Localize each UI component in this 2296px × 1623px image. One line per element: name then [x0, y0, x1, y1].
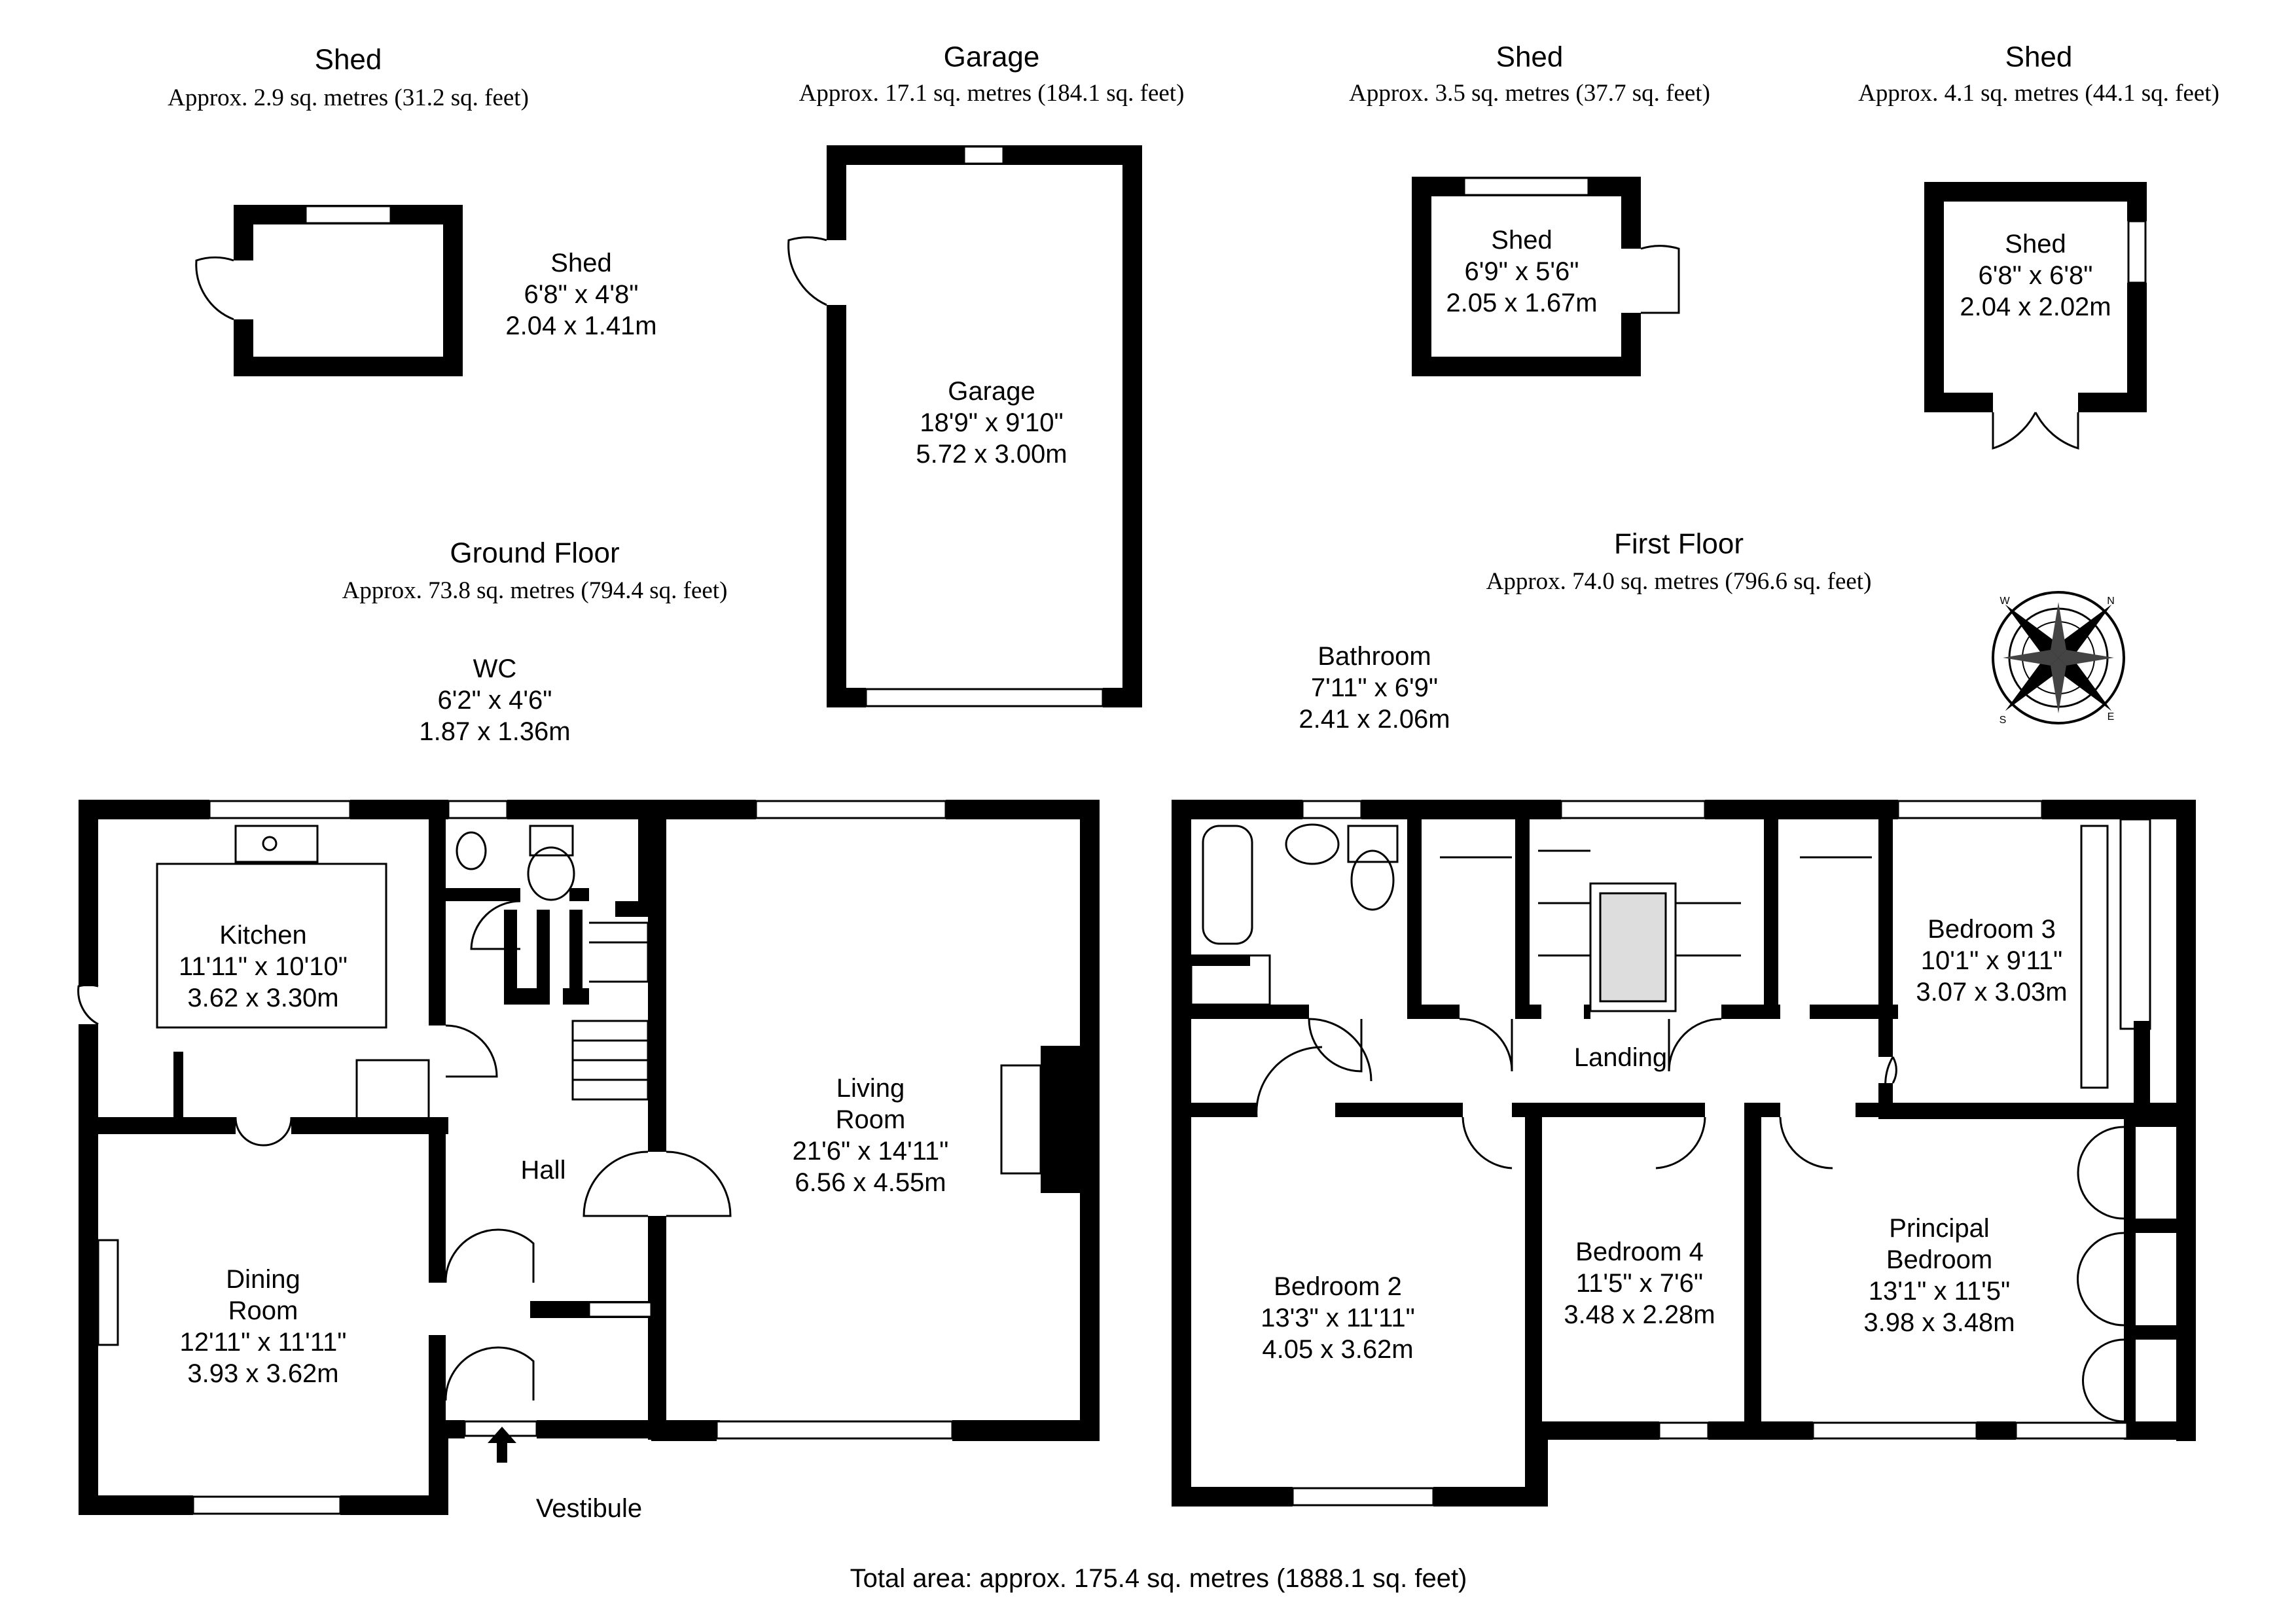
- ground-floor-walls: [79, 800, 1100, 1515]
- shed-2-walls: [1412, 177, 1641, 376]
- shed-2-area: Approx. 3.5 sq. metres (37.7 sq. feet): [1349, 79, 1710, 107]
- shed-1-walls: [234, 205, 463, 376]
- garage-room-label: Garage 18'9" x 9'10" 5.72 x 3.00m: [916, 377, 1067, 469]
- bedroom-3-label: Bedroom 3 10'1" x 9'11" 3.07 x 3.03m: [1916, 915, 2068, 1007]
- bathroom-label: Bathroom 7'11" x 6'9" 2.41 x 2.06m: [1299, 642, 1450, 734]
- shed-3-area: Approx. 4.1 sq. metres (44.1 sq. feet): [1858, 79, 2219, 107]
- dining-room-label: Dining Room 12'11" x 11'11" 3.93 x 3.62m: [179, 1265, 347, 1388]
- landing-label: Landing: [1573, 1043, 1668, 1072]
- vestibule-label: Vestibule: [535, 1494, 643, 1523]
- shed-3-title: Shed: [2005, 41, 2073, 73]
- shed-2-room-label: Shed 6'9" x 5'6" 2.05 x 1.67m: [1446, 226, 1598, 317]
- garage-area: Approx. 17.1 sq. metres (184.1 sq. feet): [798, 79, 1185, 107]
- first-floor-walls: [1172, 800, 2196, 1507]
- fixtures: [156, 818, 2151, 1120]
- first-floor-area: Approx. 74.0 sq. metres (796.6 sq. feet): [1486, 567, 1872, 595]
- shed-1-area: Approx. 2.9 sq. metres (31.2 sq. feet): [168, 84, 529, 111]
- kitchen-label: Kitchen 11'11" x 10'10" 3.62 x 3.30m: [179, 921, 348, 1012]
- entrance-arrow-icon: [488, 1427, 516, 1463]
- compass-n: N: [2107, 596, 2115, 607]
- ground-floor-title: Ground Floor: [450, 537, 620, 569]
- garage-title: Garage: [943, 41, 1040, 73]
- compass-rose: N E S W: [1992, 591, 2125, 726]
- wc-label: WC 6'2" x 4'6" 1.87 x 1.36m: [419, 654, 571, 746]
- shed-3-room-label: Shed 6'8" x 6'8" 2.04 x 2.02m: [1960, 230, 2111, 321]
- staircase: [571, 849, 1872, 1101]
- shed-3-walls: [1924, 182, 2147, 412]
- shed-1-room-label: Shed 6'8" x 4'8" 2.04 x 1.41m: [505, 249, 657, 340]
- shed-2-title: Shed: [1496, 41, 1564, 73]
- hall-label: Hall: [520, 1156, 566, 1185]
- compass-s: S: [2000, 715, 2007, 726]
- bedroom-2-label: Bedroom 2 13'3" x 11'11" 4.05 x 3.62m: [1261, 1272, 1415, 1364]
- compass-e: E: [2108, 711, 2115, 722]
- ground-floor-area: Approx. 73.8 sq. metres (794.4 sq. feet): [342, 577, 728, 604]
- doors: [77, 236, 2125, 1423]
- bedroom-4-label: Bedroom 4 11'5" x 7'6" 3.48 x 2.28m: [1564, 1238, 1715, 1329]
- principal-bedroom-label: Principal Bedroom 13'1" x 11'5" 3.98 x 3…: [1863, 1214, 2015, 1337]
- compass-w: W: [2000, 596, 2010, 607]
- total-area: Total area: approx. 175.4 sq. metres (18…: [850, 1564, 1467, 1593]
- first-floor-title: First Floor: [1614, 527, 1744, 560]
- shed-1-title: Shed: [314, 43, 382, 76]
- windows: [97, 145, 2147, 1515]
- living-room-label: Living Room 21'6" x 14'11" 6.56 x 4.55m: [792, 1074, 949, 1197]
